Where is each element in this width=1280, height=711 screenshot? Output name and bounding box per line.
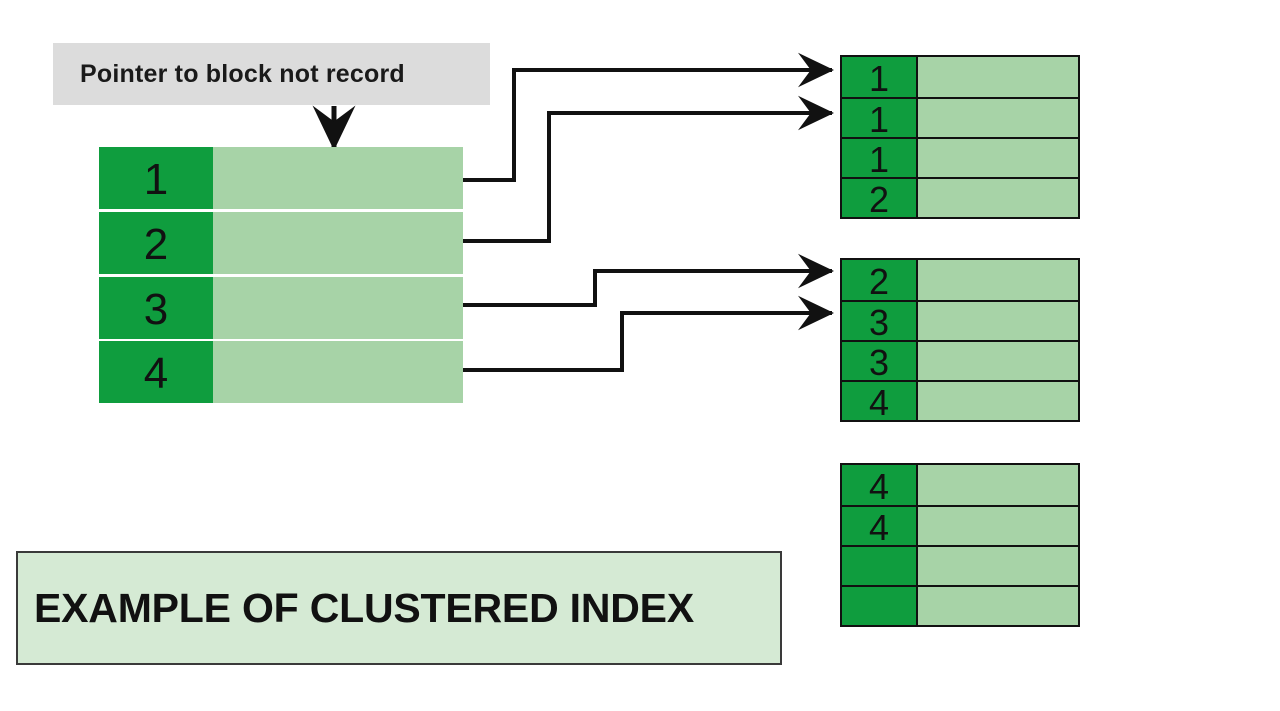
block-key-cell	[842, 545, 916, 585]
index-key-cell: 2	[99, 212, 213, 274]
index-key-value: 4	[143, 349, 169, 398]
index-pointer-cell	[213, 147, 463, 209]
block-key-value: 1	[868, 99, 890, 140]
table-row[interactable]: 2	[842, 260, 1078, 300]
block-record-cell	[916, 380, 1078, 420]
block-record-cell	[916, 177, 1078, 217]
pointer-label-box: Pointer to block not record	[53, 43, 490, 105]
block-key-value: 4	[868, 382, 890, 423]
block-key-cell: 4	[842, 380, 916, 423]
block-key-cell: 2	[842, 177, 916, 220]
block-key-cell: 3	[842, 300, 916, 343]
index-key-value: 1	[143, 155, 169, 204]
block-record-cell	[916, 465, 1078, 505]
index-key-cell: 3	[99, 277, 213, 339]
index-key-value: 2	[143, 220, 169, 269]
block-key-cell: 3	[842, 340, 916, 383]
index-row[interactable]: 4	[99, 341, 463, 403]
index-key-value: 3	[143, 285, 169, 334]
block-key-value: 3	[868, 302, 890, 343]
block-record-cell	[916, 137, 1078, 177]
block-key-cell: 4	[842, 465, 916, 505]
index-pointer-cell	[213, 341, 463, 403]
caption-box: EXAMPLE OF CLUSTERED INDEX	[16, 551, 782, 665]
index-key-cell: 4	[99, 341, 213, 403]
block-key-value: 2	[868, 261, 890, 302]
index-pointer-cell	[213, 277, 463, 339]
table-row[interactable]: 4	[842, 465, 1078, 505]
table-row[interactable]: 4	[842, 505, 1078, 548]
block-key-cell: 2	[842, 260, 916, 300]
index-row[interactable]: 2	[99, 212, 463, 274]
block-key-cell	[842, 585, 916, 625]
block-key-value: 2	[868, 179, 890, 220]
caption-text: EXAMPLE OF CLUSTERED INDEX	[34, 584, 694, 631]
index-row[interactable]: 1	[99, 147, 463, 209]
table-row[interactable]: 1	[842, 97, 1078, 140]
block-key-value: 1	[868, 58, 890, 99]
block-record-cell	[916, 585, 1078, 625]
block-key-value: 4	[868, 507, 890, 548]
table-row[interactable]: 3	[842, 340, 1078, 383]
block-key-value: 1	[868, 139, 890, 180]
pointer-label-text: Pointer to block not record	[80, 59, 405, 88]
data-block-1: 1 1 1 2	[840, 55, 1080, 219]
block-record-cell	[916, 260, 1078, 300]
table-row[interactable]	[842, 585, 1078, 625]
data-block-3: 4 4	[840, 463, 1080, 627]
table-row[interactable]: 2	[842, 177, 1078, 220]
table-row[interactable]: 3	[842, 300, 1078, 343]
block-key-value: 4	[868, 466, 890, 507]
block-record-cell	[916, 340, 1078, 380]
clustered-index-table: 1 2 3 4	[99, 147, 463, 403]
table-row[interactable]: 4	[842, 380, 1078, 423]
block-record-cell	[916, 300, 1078, 340]
block-record-cell	[916, 57, 1078, 97]
block-key-cell: 1	[842, 97, 916, 140]
table-row[interactable]: 1	[842, 137, 1078, 180]
block-key-cell: 1	[842, 57, 916, 97]
block-key-cell: 1	[842, 137, 916, 180]
index-row[interactable]: 3	[99, 277, 463, 339]
block-key-cell: 4	[842, 505, 916, 548]
block-key-value: 3	[868, 342, 890, 383]
block-record-cell	[916, 545, 1078, 585]
block-record-cell	[916, 97, 1078, 137]
table-row[interactable]: 1	[842, 57, 1078, 97]
table-row[interactable]	[842, 545, 1078, 585]
data-block-2: 2 3 3 4	[840, 258, 1080, 422]
index-key-cell: 1	[99, 147, 213, 209]
block-record-cell	[916, 505, 1078, 545]
index-pointer-cell	[213, 212, 463, 274]
